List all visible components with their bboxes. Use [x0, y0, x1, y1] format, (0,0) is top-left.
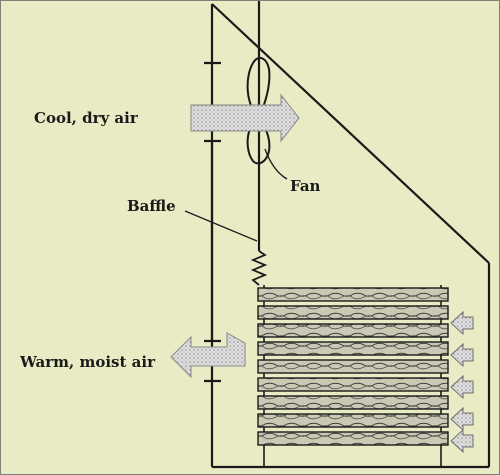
- intake-arrow-icon: [450, 428, 474, 454]
- fan-icon: [246, 56, 271, 165]
- warm-air-arrow-icon: [170, 332, 246, 379]
- baffle-label: Baffle: [127, 197, 176, 215]
- cool-air-arrow-icon: [190, 93, 300, 143]
- internal-wall: [204, 61, 221, 383]
- intake-arrow-icon: [450, 310, 474, 336]
- intake-arrow-icon: [450, 406, 474, 432]
- cool-air-label: Cool, dry air: [34, 109, 139, 127]
- kiln-sloped-roof: [211, 3, 490, 264]
- intake-arrow-icon: [450, 342, 474, 368]
- intake-arrows: [450, 310, 474, 454]
- lumber-stack: [257, 285, 449, 467]
- baffle-leader-line: [184, 210, 258, 242]
- fan-label: Fan: [290, 177, 321, 195]
- warm-air-label: Warm, moist air: [19, 353, 156, 371]
- spring-icon: [250, 250, 268, 286]
- fan-leader-line: [264, 148, 288, 180]
- intake-arrow-icon: [450, 374, 474, 400]
